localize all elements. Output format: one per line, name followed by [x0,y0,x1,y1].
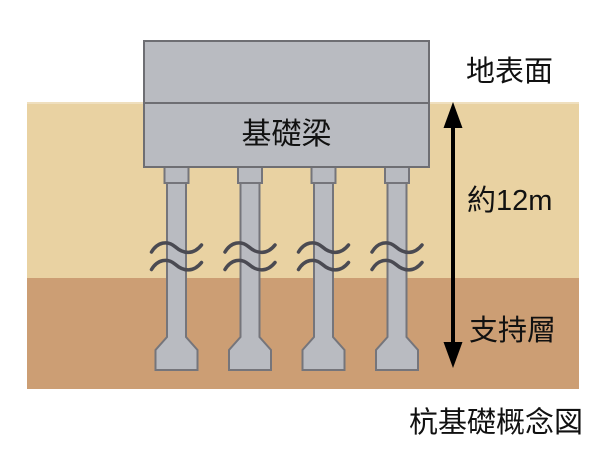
pile-break-icon [223,241,277,272]
building-structure: 基礎梁 [143,40,430,168]
building-upper-block [145,42,428,104]
depth-dimension-arrow-icon [443,102,463,368]
figure-caption: 杭基礎概念図 [408,405,583,439]
foundation-beam-block: 基礎梁 [145,104,428,166]
ground-surface-label: 地表面 [466,56,554,88]
depth-label: 約12m [467,185,553,217]
pile [375,165,419,371]
pile-break-icon [370,241,424,272]
pile-break-icon [296,241,351,272]
foundation-beam-label: 基礎梁 [241,118,332,151]
pile-break-icon [149,241,204,272]
pile [228,165,272,371]
support-layer-label: 支持層 [469,315,557,347]
pile [301,165,346,371]
pile [154,165,199,371]
